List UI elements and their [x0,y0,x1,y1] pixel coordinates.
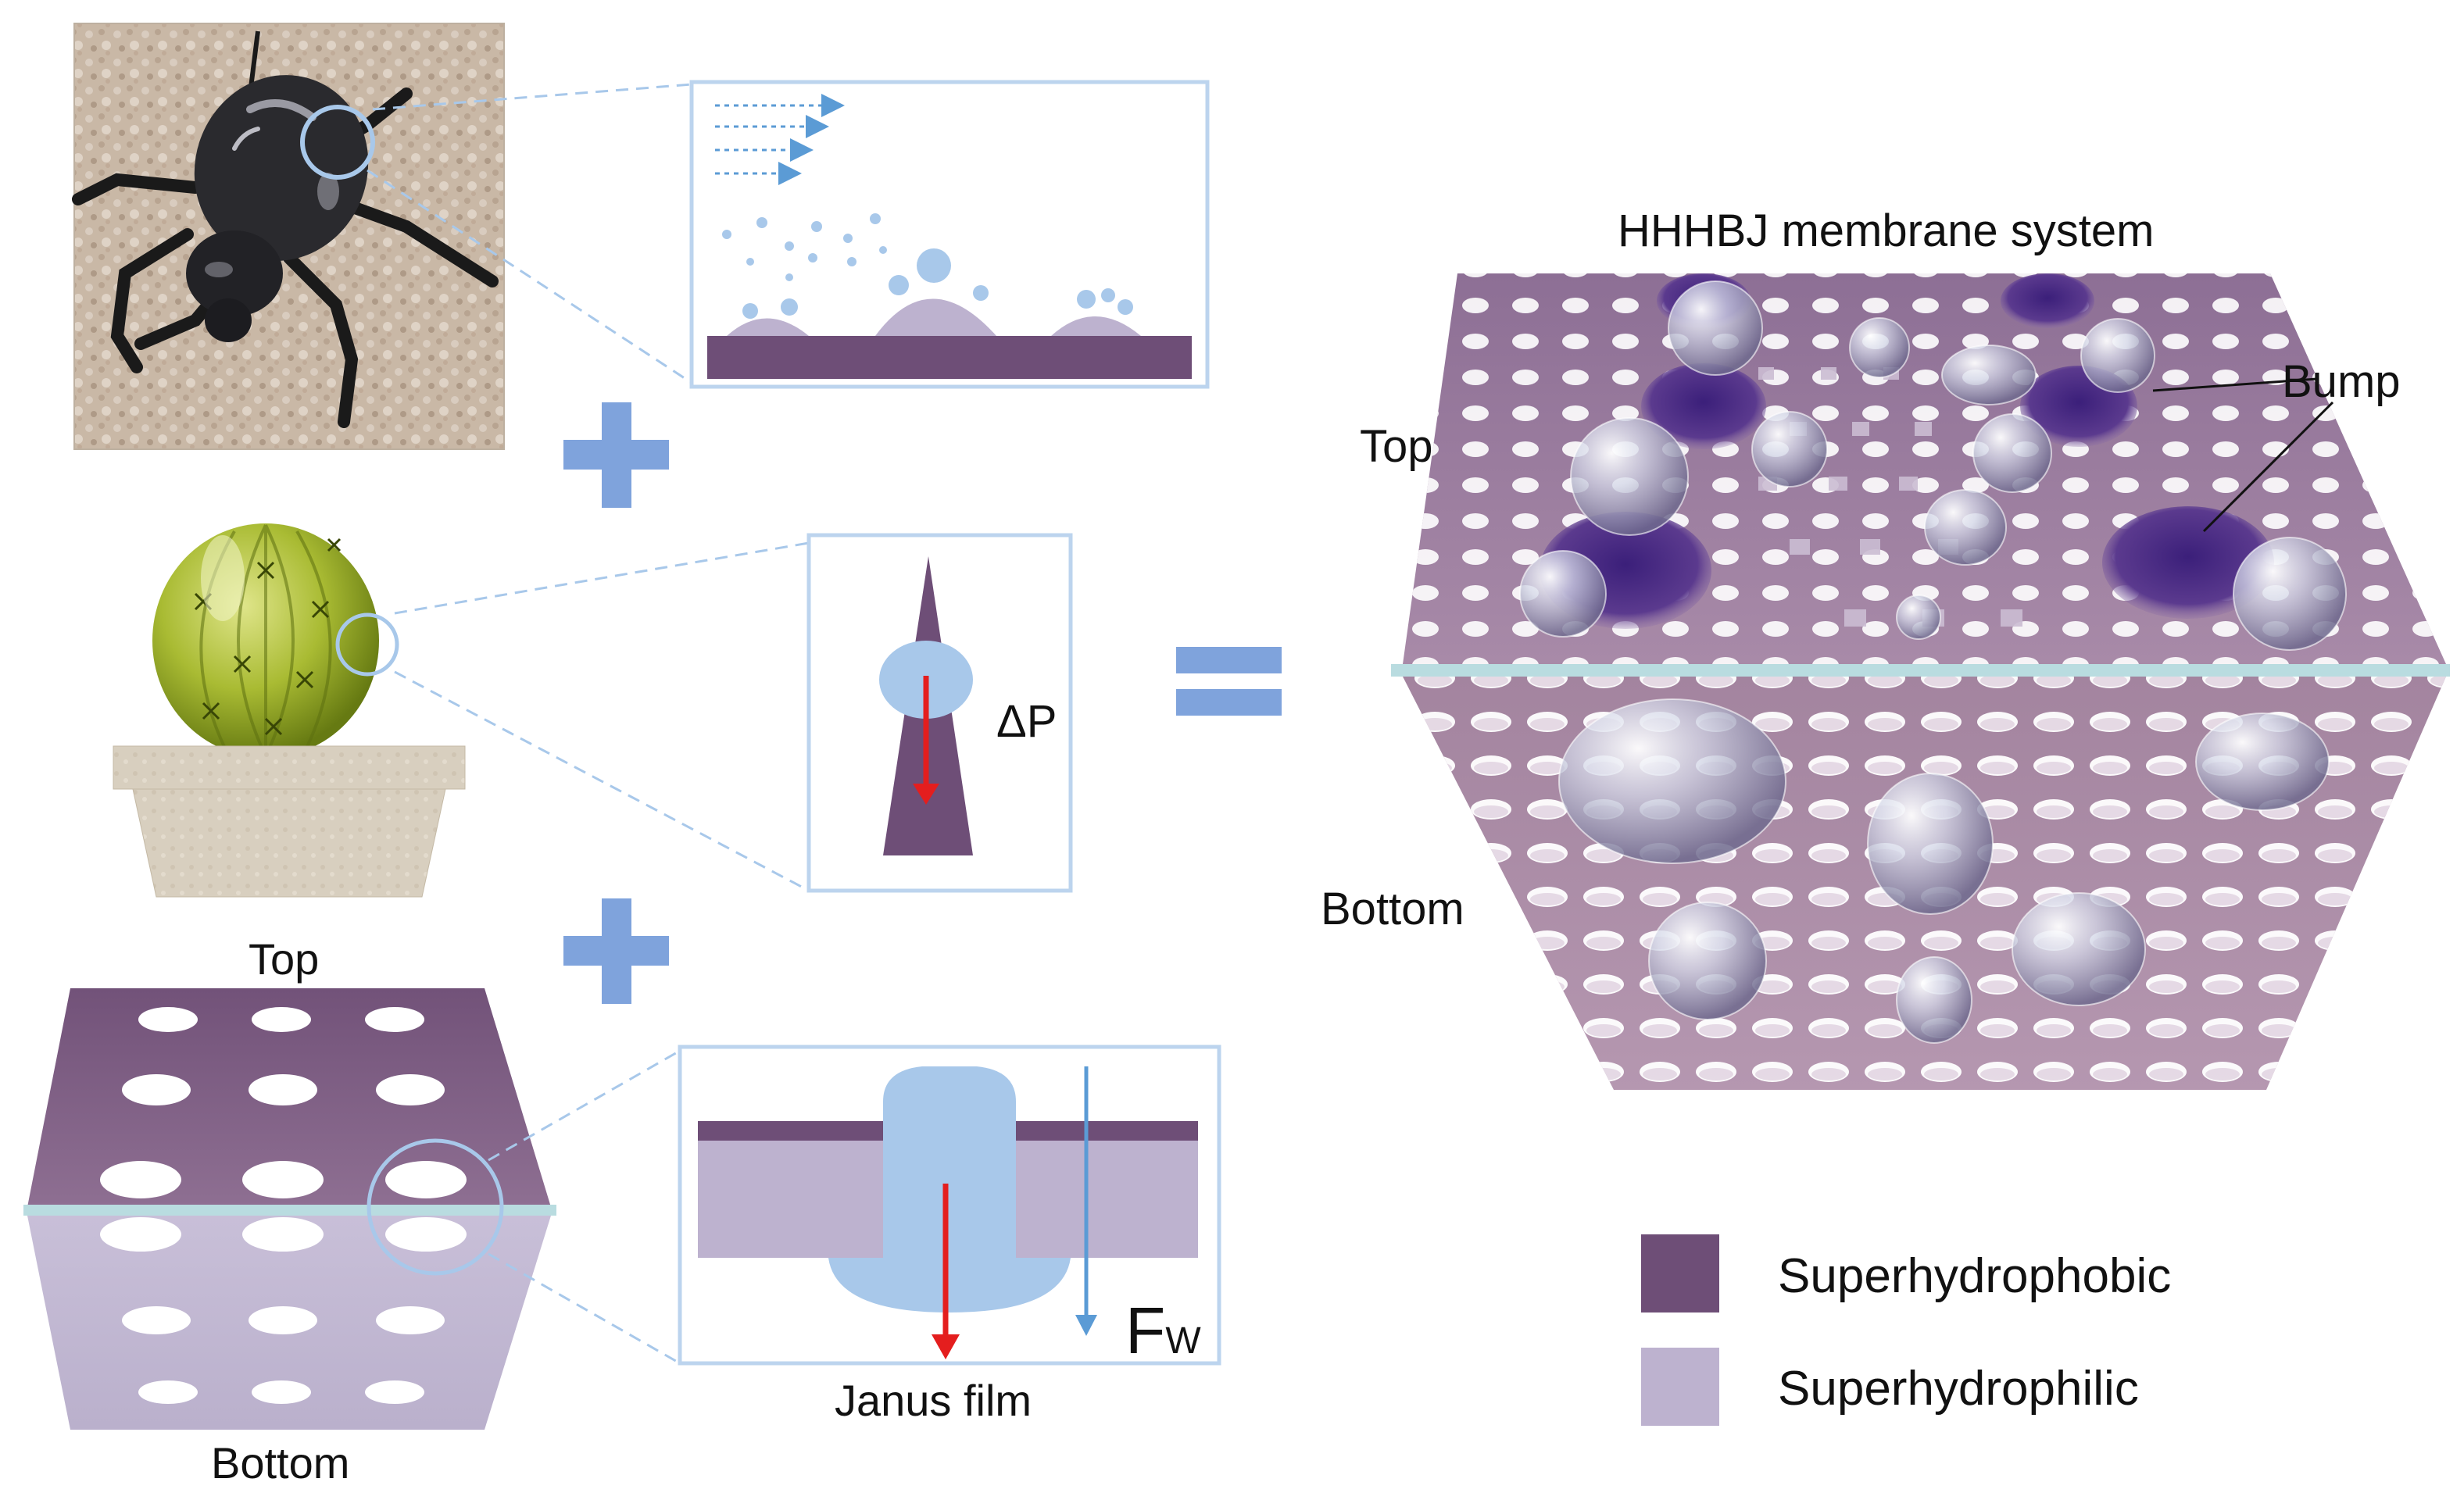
force-label: FW [1125,1293,1201,1369]
legend-swatch-superhydrophobic [1641,1234,1719,1312]
legend-label-superhydrophilic: Superhydrophilic [1778,1362,2139,1416]
bump-label: Bump [2282,356,2401,407]
force-symbol: F [1125,1294,1166,1367]
cone-gradient-panel [806,533,1073,893]
water-droplets-top [1519,280,2347,651]
janus-film-panel [678,1045,1221,1366]
janus-film-label: Janus film [835,1376,1032,1425]
equals-icon [1176,647,1282,716]
force-subscript: W [1165,1320,1201,1362]
plus-icon [563,402,669,508]
delta-p-label: ΔP [996,696,1057,747]
membrane-cube [1391,273,2450,1090]
legend-label-superhydrophobic: Superhydrophobic [1778,1249,2172,1303]
system-title: HHHBJ membrane system [1618,205,2155,256]
top-label-left: Top [249,934,320,984]
legend-swatch-superhydrophilic [1641,1348,1719,1426]
cactus-illustration [113,523,466,898]
fog-collection-panel [689,80,1210,389]
top-label-right: Top [1360,421,1433,472]
plus-icon [563,898,669,1004]
bottom-label-left: Bottom [211,1438,350,1488]
beetle-illustration [72,30,499,428]
janus-block [23,988,556,1430]
bottom-label-right: Bottom [1321,884,1464,934]
beetle-panel [72,23,505,450]
water-droplets-side [1558,698,2330,1044]
